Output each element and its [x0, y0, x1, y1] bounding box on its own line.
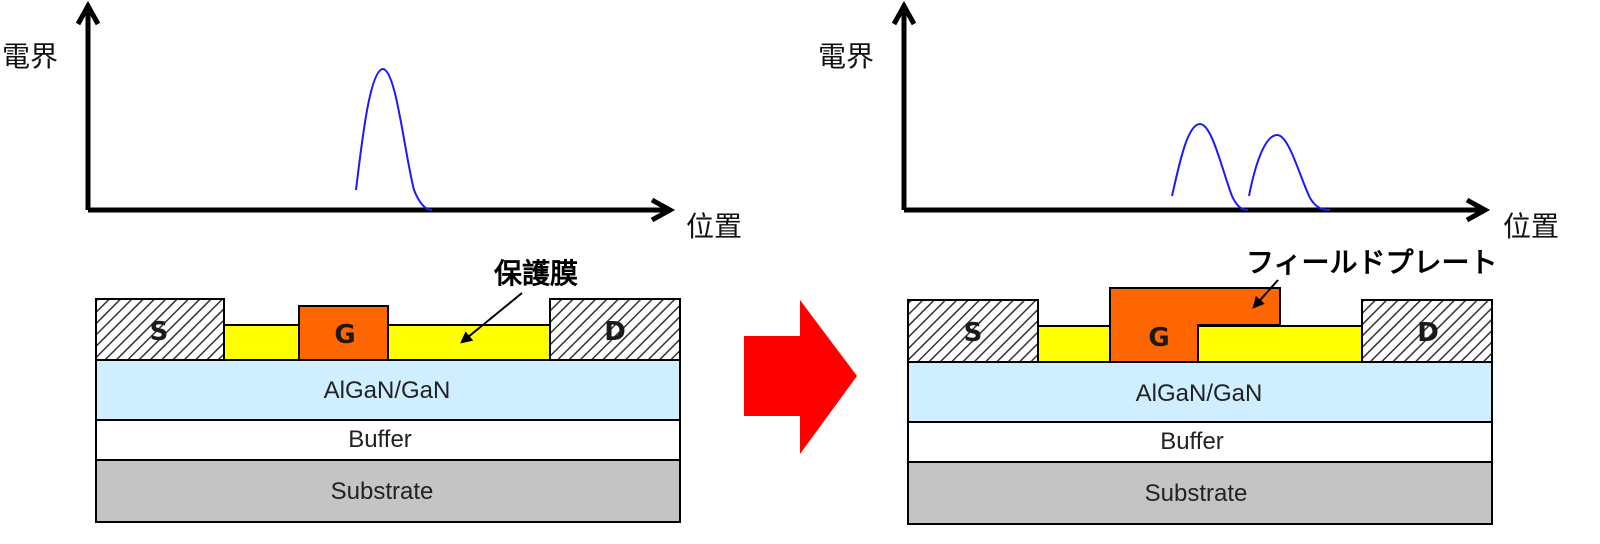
right-device: Substrate Buffer AlGaN/GaN S D G フィールドプレ… — [907, 246, 1497, 525]
right-x-axis-label: 位置 — [1503, 210, 1559, 243]
left-field-curve — [355, 67, 433, 211]
right-substrate-layer — [907, 461, 1493, 525]
left-callout-label: 保護膜 — [494, 257, 578, 290]
left-x-axis-label: 位置 — [686, 210, 742, 243]
right-buffer-layer — [907, 421, 1493, 463]
right-substrate-label: Substrate — [1145, 480, 1248, 507]
right-callout-label: フィールドプレート — [1246, 246, 1497, 279]
right-passivation-film-right — [1197, 325, 1363, 363]
right-algan-gan-label: AlGaN/GaN — [1136, 380, 1263, 407]
right-buffer-label: Buffer — [1160, 428, 1224, 455]
left-substrate-layer — [95, 459, 681, 523]
right-field-curve-1 — [1171, 122, 1249, 211]
left-drain-electrode — [549, 298, 681, 361]
left-y-axis-label: 電界 — [2, 40, 58, 73]
left-device: Substrate Buffer AlGaN/GaN S D G 保護膜 — [95, 257, 681, 523]
left-source-label: S — [150, 317, 169, 347]
right-field-plate-gate — [1109, 287, 1281, 363]
left-gate-label: G — [334, 320, 355, 350]
left-gate-electrode — [298, 305, 389, 361]
right-x-arrowhead — [1465, 197, 1491, 223]
right-panel: 電界 位置 Substrate Buffer AlGaN/GaN S D G フ… — [818, 0, 1559, 525]
right-passivation-film-left — [1037, 325, 1111, 363]
left-graph: 電界 位置 — [2, 0, 742, 243]
right-drain-label: D — [1417, 318, 1439, 348]
left-substrate-label: Substrate — [331, 478, 434, 505]
left-drain-label: D — [604, 317, 626, 347]
right-field-curve-2 — [1248, 133, 1331, 211]
right-y-arrowhead — [891, 0, 917, 26]
left-x-arrowhead — [650, 197, 676, 223]
left-buffer-label: Buffer — [348, 426, 412, 453]
left-panel: 電界 位置 Substrate Buffer AlGaN/GaN S D G 保… — [2, 0, 742, 523]
right-graph: 電界 位置 — [818, 0, 1559, 243]
left-callout-arrow — [460, 292, 523, 344]
right-callout-arrow — [1252, 279, 1279, 309]
left-buffer-layer — [95, 419, 681, 461]
right-drain-electrode — [1361, 299, 1493, 363]
right-source-label: S — [964, 318, 983, 348]
left-algan-gan-label: AlGaN/GaN — [324, 377, 451, 404]
right-gate-label: G — [1148, 323, 1169, 353]
right-source-electrode — [907, 299, 1039, 363]
left-y-arrowhead — [75, 0, 101, 26]
left-source-electrode — [95, 298, 225, 361]
right-y-axis-label: 電界 — [818, 40, 874, 73]
right-algan-gan-layer — [907, 361, 1493, 423]
transition-arrow — [744, 300, 857, 454]
